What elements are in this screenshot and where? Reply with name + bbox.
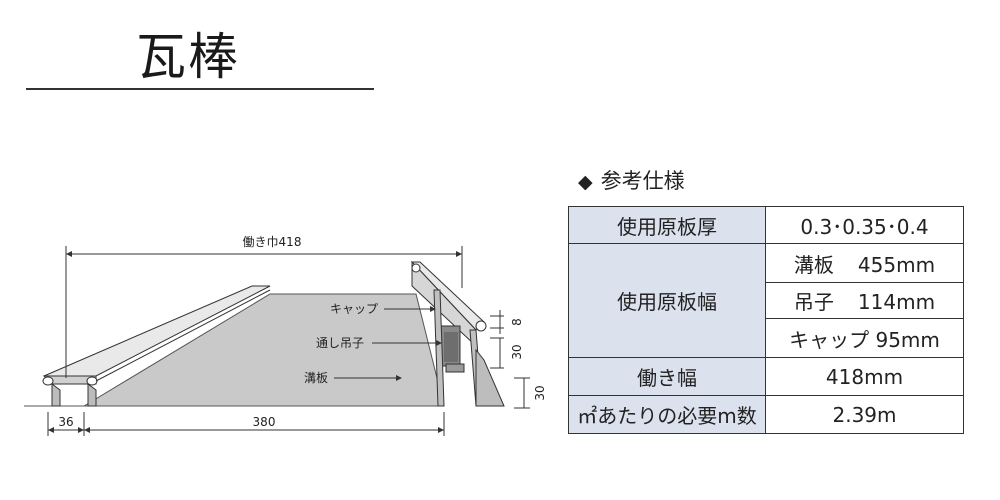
left-cap-roll-1 — [42, 376, 54, 386]
hanger-label: 通し吊子 — [316, 336, 364, 350]
page-title: 瓦棒 — [136, 28, 240, 86]
left-cap-roll-2 — [86, 376, 98, 386]
table-row: 働き幅 418mm — [568, 357, 964, 396]
dim-380-label: 380 — [253, 415, 276, 429]
left-cap-edge — [95, 289, 271, 382]
width-item-name: 吊子 — [793, 290, 834, 314]
table-row: ㎡あたりの必要m数 2.39m — [568, 395, 964, 434]
cap-label: キャップ — [330, 302, 378, 316]
dim-30-lower-label: 30 — [533, 385, 547, 400]
width-item-cap: キャップ 95mm — [765, 318, 964, 358]
working-width-label: 働き巾418 — [243, 235, 302, 249]
width-item-value: 95mm — [875, 327, 940, 352]
width-item-channel: 溝板 455mm — [765, 243, 964, 283]
right-cap-roll-2 — [411, 263, 421, 273]
spec-heading-text: 参考仕様 — [600, 169, 685, 193]
width-label: 使用原板幅 — [568, 243, 766, 358]
dim-8-label: 8 — [510, 318, 524, 326]
left-batten-wall-2 — [87, 383, 97, 407]
spec-table: 使用原板厚 0.3･0.35･0.4 使用原板幅 溝板 455mm 吊子 114mm… — [568, 206, 964, 434]
per-m2-label: ㎡あたりの必要m数 — [568, 395, 766, 434]
right-small-edge — [445, 363, 465, 373]
thickness-label: 使用原板厚 — [568, 206, 766, 244]
spec-heading: ◆ 参考仕様 — [578, 166, 685, 197]
dim-30-upper-label: 30 — [510, 344, 524, 359]
right-cap-roll — [475, 320, 487, 332]
width-item-hanger: 吊子 114mm — [765, 282, 964, 319]
width-item-name: キャップ — [789, 327, 870, 352]
width-item-value: 455mm — [857, 252, 936, 277]
working-width-label: 働き幅 — [568, 357, 766, 396]
working-width-value: 418mm — [765, 357, 964, 396]
per-m2-value: 2.39m — [765, 395, 964, 434]
width-item-name: 溝板 — [793, 252, 834, 277]
right-hanger-dark — [444, 332, 458, 362]
width-item-value: 114mm — [857, 290, 936, 314]
right-flange — [475, 348, 505, 407]
right-channel-wall — [433, 289, 445, 407]
dim-36-label: 36 — [58, 415, 73, 429]
table-row: 使用原板厚 0.3･0.35･0.4 — [568, 206, 964, 244]
title-underline — [26, 88, 374, 90]
table-row: 吊子 114mm — [569, 282, 964, 319]
thickness-value: 0.3･0.35･0.4 — [765, 206, 964, 244]
table-row: 使用原板幅 溝板 455mm — [568, 243, 964, 358]
channel-plate-surface — [24, 293, 445, 407]
roof-panel-diagram: 働き巾418 キャップ 通し吊子 溝板 8 30 30 36 380 — [24, 235, 547, 436]
left-batten-wall — [51, 383, 61, 407]
channel-label: 溝板 — [304, 371, 328, 385]
table-row: キャップ 95mm — [569, 318, 964, 358]
diamond-icon: ◆ — [578, 171, 593, 193]
